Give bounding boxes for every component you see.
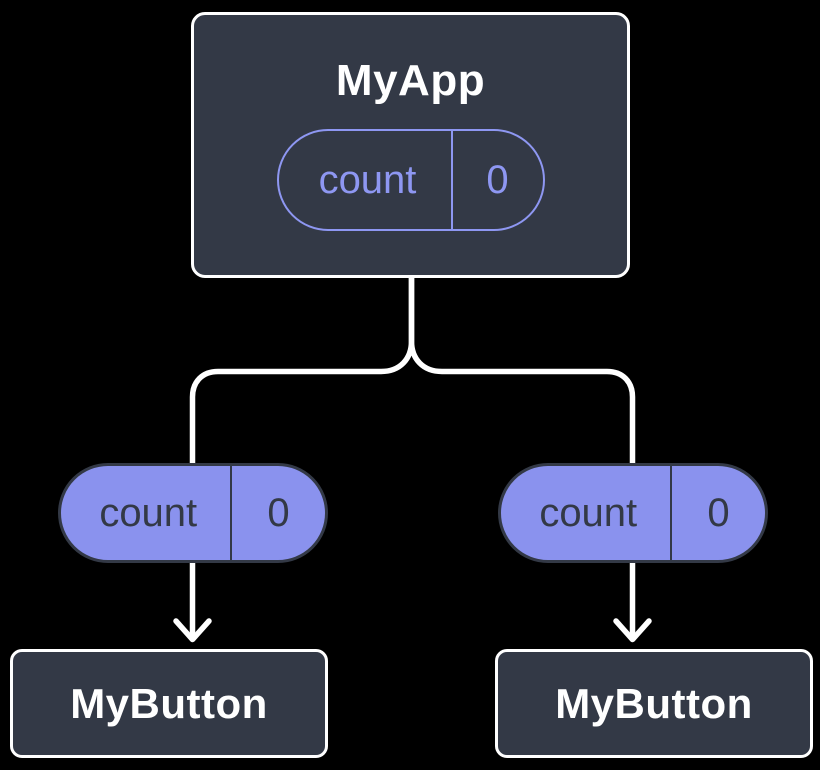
myapp-component-box: MyApp count 0	[191, 12, 630, 278]
prop-pill-right: count 0	[498, 463, 768, 563]
pill-divider	[229, 466, 232, 560]
prop-name-label: count	[539, 491, 638, 535]
myapp-title: MyApp	[335, 56, 486, 105]
pill-divider	[669, 466, 672, 560]
connector-root-to-left-child	[189, 278, 415, 463]
pill-divider	[450, 131, 453, 229]
mybutton-title: MyButton	[70, 679, 268, 727]
state-name-label: count	[318, 158, 417, 202]
prop-value: 0	[707, 491, 730, 535]
connector-root-to-right-child	[408, 278, 636, 463]
mybutton-component-box-right: MyButton	[495, 649, 813, 758]
prop-value: 0	[267, 491, 290, 535]
arrow-head-right-icon	[613, 618, 652, 643]
state-value: 0	[486, 158, 509, 202]
mybutton-component-box-left: MyButton	[10, 649, 328, 758]
prop-pill-left: count 0	[58, 463, 328, 563]
mybutton-title: MyButton	[555, 679, 753, 727]
prop-name-label: count	[99, 491, 198, 535]
state-pill: count 0	[276, 129, 545, 231]
arrow-head-left-icon	[173, 618, 212, 643]
